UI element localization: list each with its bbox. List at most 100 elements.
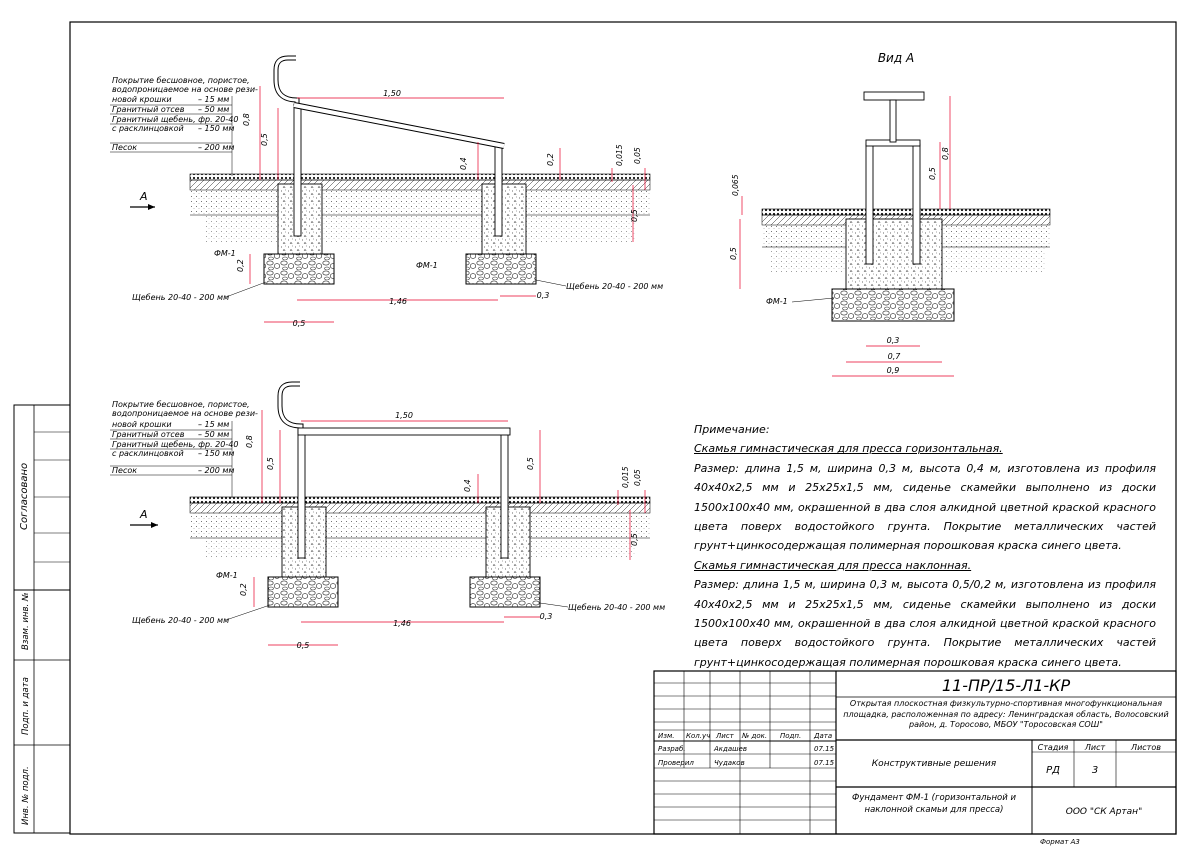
tb-role2: Проверил	[658, 759, 694, 767]
layer-bot-6v: – 150 мм	[198, 449, 234, 458]
tb-date2: 07.15	[814, 759, 835, 767]
layer-top-3: новой крошки	[112, 95, 172, 104]
stamp-sign-date: Подп. и дата	[21, 677, 31, 735]
dim-bot-05: 0,5	[266, 457, 275, 470]
tb-role1: Разраб.	[658, 745, 686, 753]
notes-text-horizontal: Размер: длина 1,5 м, ширина 0,3 м, высот…	[694, 461, 1156, 553]
tb-date1: 07.15	[814, 745, 835, 753]
title-block	[653, 670, 1177, 835]
layer-bot-2: водопроницаемое на основе рези-	[112, 409, 258, 418]
layer-bot-3v: – 15 мм	[198, 420, 229, 429]
dim-top-150: 1,50	[383, 89, 401, 98]
dim-top-08: 0,8	[242, 113, 251, 126]
tb-name1: Акдашев	[713, 745, 747, 753]
label-fm-top-right: ФМ-1	[416, 261, 438, 270]
tb-list: 3	[1092, 765, 1098, 776]
tb-format: Формат А3	[1040, 838, 1080, 846]
label-fm-bot-left: ФМ-1	[216, 571, 238, 580]
layer-top-5: Гранитный щебень, фр. 20-40	[112, 115, 238, 124]
label-gravel-top-right: Щебень 20-40 - 200 мм	[566, 282, 663, 291]
tb-sheet-title: Фундамент ФМ-1 (горизонтальной и наклонн…	[852, 793, 1016, 815]
dim-top-02b: 0,2	[236, 259, 245, 272]
tb-col-kol: Кол.уч	[686, 732, 710, 740]
layer-top-6: с расклинцовкой	[112, 124, 184, 133]
dim-top-02: 0,2	[546, 153, 555, 166]
layer-bot-7: Песок	[112, 466, 137, 475]
tb-col-izm: Изм.	[658, 732, 674, 740]
layer-top-7: Песок	[112, 143, 137, 152]
notes-text-inclined: Размер: длина 1,5 м, ширина 0,3 м, высот…	[694, 578, 1156, 669]
tb-object: Открытая плоскостная физкультурно-спорти…	[843, 699, 1169, 729]
dim-top-05c: 0,5	[293, 319, 306, 328]
notes-heading-horizontal: Скамья гимнастическая для пресса горизон…	[694, 442, 1003, 456]
dim-bot-05b: 0,5	[630, 533, 639, 546]
layer-top-4v: – 50 мм	[198, 105, 229, 114]
label-fm-view-a: ФМ-1	[766, 297, 788, 306]
layer-bot-6: с расклинцовкой	[112, 449, 184, 458]
layer-bot-3: новой крошки	[112, 420, 172, 429]
layer-bot-1: Покрытие бесшовное, пористое,	[112, 400, 250, 409]
dim-bot-005: 0,05	[633, 469, 642, 486]
layer-legend-top	[110, 96, 233, 176]
dim-bot-05c: 0,5	[297, 641, 310, 650]
dim-bot-146: 1,46	[393, 619, 411, 628]
label-gravel-top-left: Щебень 20-40 - 200 мм	[132, 293, 229, 302]
layer-top-7v: – 200 мм	[198, 143, 234, 152]
tb-stage-h: Стадия	[1038, 743, 1069, 752]
tb-list-h: Лист	[1084, 743, 1106, 752]
dim-a-05b: 0,5	[729, 247, 738, 260]
layer-legend-bottom	[110, 421, 233, 498]
notes-heading-inclined: Скамья гимнастическая для пресса наклонн…	[694, 558, 972, 572]
stamp-inv: Инв. № подл.	[21, 766, 31, 825]
view-a-title: Вид А	[878, 51, 914, 65]
tb-col-list: Лист	[715, 732, 735, 740]
dim-a-08: 0,8	[941, 147, 950, 160]
tb-stage: РД	[1046, 765, 1060, 776]
dim-a-09: 0,9	[887, 366, 900, 375]
dim-top-0015: 0,015	[615, 144, 624, 166]
label-gravel-bot-right: Щебень 20-40 - 200 мм	[568, 603, 665, 612]
tb-lists-h: Листов	[1130, 743, 1161, 752]
tb-col-podp: Подп.	[780, 732, 801, 740]
dim-bot-02: 0,2	[239, 583, 248, 596]
drawing-view-a: Вид А 0,8 0,5 0,065 0,5 0,3	[729, 51, 1051, 377]
dim-top-05: 0,5	[260, 133, 269, 146]
doc-code: 11-ПР/15-Л1-КР	[942, 676, 1071, 695]
notes-heading: Примечание:	[694, 423, 770, 436]
dim-a-0065: 0,065	[731, 174, 740, 196]
layer-bot-7v: – 200 мм	[198, 466, 234, 475]
dim-a-03: 0,3	[887, 336, 900, 345]
section-mark-top: А	[139, 190, 148, 203]
stamp-agreed: Согласовано	[19, 463, 30, 530]
dim-bot-05r: 0,5	[526, 457, 535, 470]
layer-bot-4: Гранитный отсев	[112, 430, 185, 439]
dim-a-07: 0,7	[888, 352, 902, 361]
layer-top-1: Покрытие бесшовное, пористое,	[112, 76, 250, 85]
side-stamp: Согласовано Взам. инв. № Подп. и дата Ин…	[13, 404, 71, 834]
label-gravel-bot-left: Щебень 20-40 - 200 мм	[132, 616, 229, 625]
dim-bot-08: 0,8	[245, 435, 254, 448]
layer-top-4: Гранитный отсев	[112, 105, 185, 114]
drawing-inclined-bench: 1,50 0,8 0,5 0,4 0,2 0,015 0,05 0,5 0,2 …	[110, 55, 663, 328]
label-fm-top-left: ФМ-1	[214, 249, 236, 258]
tb-col-doc: № док.	[741, 732, 767, 740]
dim-top-146: 1,46	[389, 297, 407, 306]
layer-bot-4v: – 50 мм	[198, 430, 229, 439]
dim-bot-04: 0,4	[463, 479, 472, 492]
dim-a-05: 0,5	[928, 167, 937, 180]
layer-top-6v: – 150 мм	[198, 124, 234, 133]
tb-name2: Чудаков	[714, 759, 745, 767]
stamp-vzam: Взам. инв. №	[21, 592, 31, 650]
tb-company: ООО "СК Артан"	[1066, 807, 1142, 817]
dim-bot-150: 1,50	[395, 411, 413, 420]
dim-bot-0015: 0,015	[621, 466, 630, 488]
dim-top-03: 0,3	[537, 291, 550, 300]
tb-section: Конструктивные решения	[872, 759, 997, 769]
dim-bot-03: 0,3	[540, 612, 553, 621]
notes-block: Примечание: Скамья гимнастическая для пр…	[694, 420, 1156, 672]
dim-top-005: 0,05	[633, 147, 642, 164]
layer-top-2: водопроницаемое на основе рези-	[112, 85, 258, 94]
layer-top-3v: – 15 мм	[198, 95, 229, 104]
drawing-horizontal-bench: 1,50 0,8 0,5 0,5 0,4 0,015 0,05 0,5 0,2 …	[110, 381, 665, 650]
